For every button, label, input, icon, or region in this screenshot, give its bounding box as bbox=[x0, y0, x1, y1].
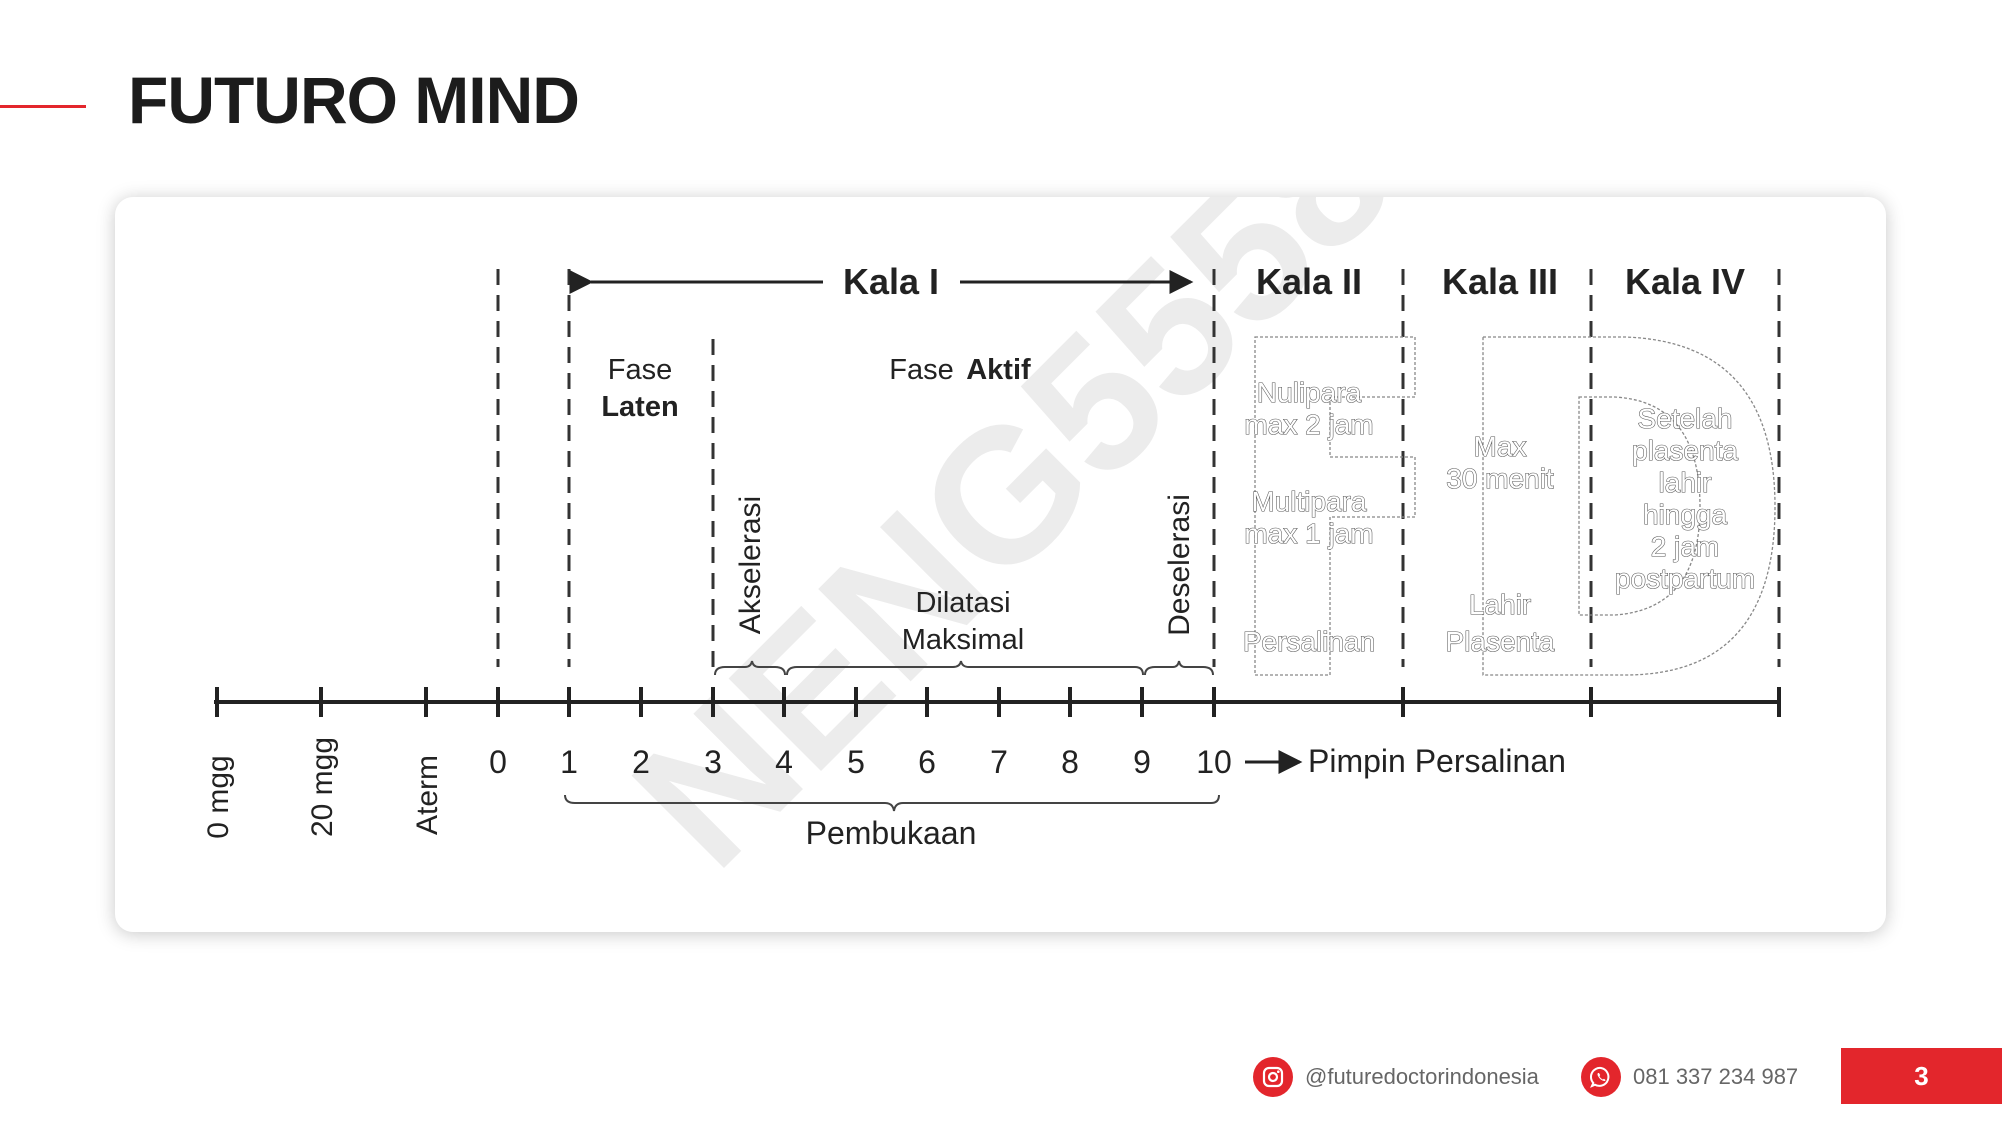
footer-instagram[interactable]: @futuredoctorindonesia bbox=[1253, 1056, 1539, 1098]
tick-label: 1 bbox=[560, 744, 578, 780]
kala4-label: Kala IV bbox=[1625, 261, 1745, 302]
tick-label: 2 bbox=[632, 744, 650, 780]
kala4-line: postpartum bbox=[1615, 563, 1755, 594]
page-number-badge: 3 bbox=[1841, 1048, 2002, 1104]
tick-label-0-mgg: 0 mgg bbox=[202, 755, 235, 838]
watermark: NENG5558 bbox=[594, 197, 1431, 906]
multipara-line1: Multipara bbox=[1251, 486, 1367, 517]
tick-label-20-mgg: 20 mgg bbox=[306, 737, 339, 837]
kala3-max-line1: Max bbox=[1474, 431, 1527, 462]
tick-label: 6 bbox=[918, 744, 936, 780]
pimpin-persalinan-label: Pimpin Persalinan bbox=[1308, 743, 1566, 779]
latent-phase-line1: Fase bbox=[608, 354, 672, 386]
latent-phase-line2: Laten bbox=[601, 391, 678, 423]
active-phase-braces bbox=[714, 660, 1214, 676]
kala4-line: hingga bbox=[1643, 499, 1728, 530]
brace-acceleration bbox=[714, 660, 786, 676]
kala1-label: Kala I bbox=[843, 261, 939, 302]
brace-max-dilation bbox=[786, 660, 1144, 676]
nulipara-line2: max 2 jam bbox=[1244, 409, 1373, 440]
footer-whatsapp[interactable]: 081 337 234 987 bbox=[1581, 1056, 1798, 1098]
kala4-line: 2 jam bbox=[1651, 531, 1719, 562]
active-phase-prefix: Fase bbox=[889, 354, 953, 386]
tick-label: 5 bbox=[847, 744, 865, 780]
tick-label: 7 bbox=[990, 744, 1008, 780]
max-dilation-line2: Maksimal bbox=[902, 624, 1024, 656]
kala4-line: plasenta bbox=[1632, 435, 1738, 466]
deceleration-label: Deselerasi bbox=[1163, 494, 1196, 636]
fd-logo-outline bbox=[1254, 336, 1776, 676]
tick-label: 9 bbox=[1133, 744, 1151, 780]
tick-label-aterm: Aterm bbox=[411, 755, 444, 835]
nulipara-line1: Nulipara bbox=[1257, 377, 1362, 408]
page-title: FUTURO MIND bbox=[128, 63, 580, 137]
kala4-line: Setelah bbox=[1638, 403, 1733, 434]
kala3-label: Kala III bbox=[1442, 261, 1558, 302]
pembukaan-label: Pembukaan bbox=[806, 815, 977, 851]
tick-label: 0 bbox=[489, 744, 507, 780]
whatsapp-icon bbox=[1581, 1057, 1621, 1097]
title-accent-line bbox=[0, 105, 86, 108]
kala3-label-line1: Lahir bbox=[1469, 589, 1531, 620]
multipara-line2: max 1 jam bbox=[1244, 518, 1373, 549]
tick-label: 3 bbox=[704, 744, 722, 780]
kala4-line: lahir bbox=[1659, 467, 1712, 498]
acceleration-label: Akselerasi bbox=[734, 496, 767, 634]
instagram-handle: @futuredoctorindonesia bbox=[1305, 1064, 1539, 1089]
kala3-label-line2: Plasenta bbox=[1446, 626, 1555, 657]
axis-ticks bbox=[215, 687, 1781, 717]
labor-stages-diagram: NENG5558 Kala I Kala II Kala III Kala IV… bbox=[202, 197, 1781, 906]
page-number: 3 bbox=[1914, 1060, 1929, 1091]
kala2-label: Kala II bbox=[1256, 261, 1362, 302]
kala3-max-line2: 30 menit bbox=[1446, 463, 1554, 494]
active-phase-label: Fase Aktif bbox=[889, 354, 1031, 386]
brace-deceleration bbox=[1144, 660, 1214, 676]
active-phase-bold: Aktif bbox=[966, 354, 1031, 386]
kala2-persalinan-label: Persalinan bbox=[1243, 626, 1375, 657]
instagram-icon bbox=[1253, 1057, 1293, 1097]
pembukaan-brace bbox=[564, 794, 1220, 812]
phone-number: 081 337 234 987 bbox=[1633, 1064, 1799, 1089]
tick-label: 8 bbox=[1061, 744, 1079, 780]
kala4-description: Setelah plasenta lahir hingga 2 jam post… bbox=[1614, 402, 1755, 594]
stage-separators bbox=[496, 269, 1781, 667]
max-dilation-line1: Dilatasi bbox=[915, 587, 1010, 619]
tick-label: 4 bbox=[775, 744, 793, 780]
tick-label: 10 bbox=[1196, 744, 1232, 780]
